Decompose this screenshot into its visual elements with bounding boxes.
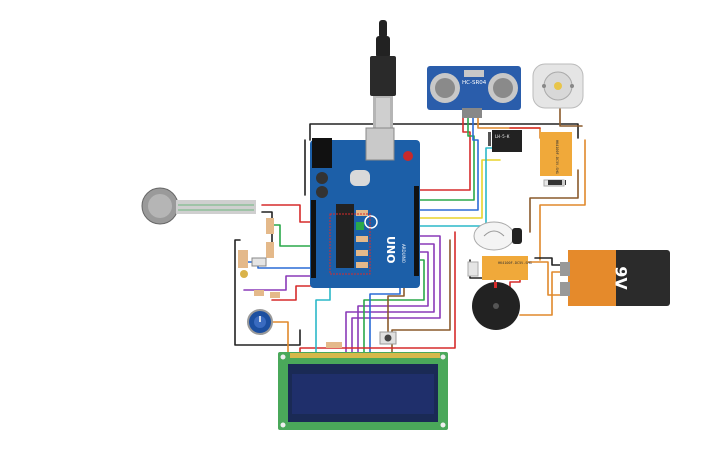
wire-brown-button <box>387 281 405 339</box>
wire-purple-analog <box>243 275 311 291</box>
board-brand: ARDUINO <box>401 244 406 263</box>
wire-black-fsr <box>261 211 273 251</box>
wire-green-lcd <box>363 259 425 353</box>
wire-purple-1 <box>351 235 441 353</box>
wire-yellow-relay <box>419 159 501 219</box>
dc-motor-icon <box>532 63 584 109</box>
ultrasonic-label: HC-SR04 <box>462 80 487 86</box>
wire-purple-2 <box>345 243 435 353</box>
relay-mid-label: HK4100F-DC5V-SHG <box>498 261 532 265</box>
wire-red-bottom <box>299 231 456 353</box>
wire-red-ultrasonic <box>419 117 471 191</box>
force-sensor-icon <box>141 187 256 225</box>
wire-black-battery <box>534 257 563 266</box>
wire-orange-battery <box>519 271 561 316</box>
battery-label: 9V <box>612 266 631 290</box>
wire-cyan-lcd <box>315 287 331 353</box>
relay-top-orange: HK4100F-DC5V-SHG <box>540 132 572 187</box>
potentiometer-icon <box>247 309 273 335</box>
wire-orange-relay-mid <box>514 261 561 296</box>
arduino-uno-board: UNO ARDUINO <box>310 127 420 288</box>
svg-text:LH-5-K: LH-5-K <box>495 134 510 139</box>
wire-brown-motor <box>559 107 583 127</box>
wire-blue-ultrasonic <box>419 117 479 211</box>
board-logo: UNO <box>384 236 397 264</box>
ultrasonic-sensor: HC-SR04 <box>427 66 521 118</box>
light-bulb-icon <box>473 221 522 251</box>
resistors-left <box>238 218 280 298</box>
buzzer-icon <box>472 282 520 330</box>
pushbutton-icon <box>379 331 397 345</box>
wire-green-ultrasonic <box>419 117 475 201</box>
wire-orange-right <box>539 139 586 261</box>
lcd-pins <box>290 353 440 358</box>
relay-top-label: HK4100F-DC5V-SHG <box>555 140 559 174</box>
wires <box>234 107 586 353</box>
wire-red-fsr <box>261 204 311 223</box>
wire-black-top <box>309 123 579 141</box>
wire-brown-right <box>529 169 579 233</box>
relay-top-black: LH-5-K <box>488 130 522 152</box>
battery-9v: 9V <box>560 250 670 306</box>
wire-black-left-loop <box>234 239 301 346</box>
diode-icon <box>548 180 566 185</box>
wire-cyan-relay <box>419 147 496 227</box>
usb-cable-icon <box>370 20 396 130</box>
wire-green-analog <box>271 224 311 247</box>
wire-red-pot <box>271 285 311 301</box>
relay-mid-orange: HK4100F-DC5V-SHG <box>467 256 532 280</box>
lcd-display <box>278 352 448 430</box>
lcd-resistor <box>326 342 342 348</box>
wire-purple-3 <box>357 251 429 353</box>
